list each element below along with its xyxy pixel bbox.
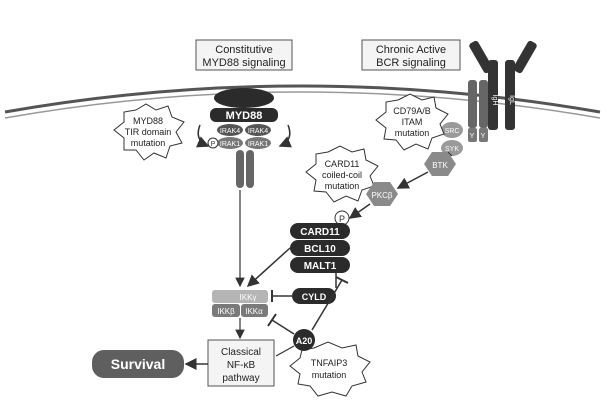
tnfaip3-mut-line1: TNFAIP3 (311, 358, 348, 368)
card11-node (290, 223, 350, 239)
btk-to-pkcb (396, 171, 429, 189)
ikkb-label: IKKβ (217, 307, 235, 316)
syk-to-btk (447, 151, 453, 157)
a20-node (293, 329, 315, 351)
a20-inhibit-bar (267, 313, 277, 327)
myd88-label: MYD88 (226, 110, 263, 122)
irak-phos-label: P (211, 141, 216, 148)
cd79-mutation-star (375, 93, 449, 151)
myd88-mut-line2: TIR domain (125, 127, 172, 137)
chronic-box (361, 39, 461, 71)
pkcb-to-card11 (348, 203, 371, 219)
a20-label: A20 (296, 336, 313, 346)
btk-node (424, 152, 456, 176)
bcl10-node (290, 240, 350, 256)
cell-membrane-inner (4, 91, 601, 119)
a20-malt1-bar (335, 276, 349, 284)
card11-label: CARD11 (300, 227, 340, 238)
card11-mut-line3: mutation (325, 181, 360, 191)
ikka-label: IKKα (245, 307, 263, 316)
bcr-receptor: IgH IgL Y Y (468, 40, 537, 142)
pkcb-label: PKCβ (371, 191, 392, 200)
syk-label: SYK (445, 146, 459, 153)
myd88-mutation-star (113, 103, 185, 161)
constitutive-line2: MYD88 signaling (202, 57, 285, 69)
constitutive-line1: Constitutive (215, 44, 272, 56)
a20-to-classical (275, 345, 295, 357)
malt1-node (290, 257, 350, 273)
card11-mut-line1: CARD11 (325, 159, 360, 169)
survival-label: Survival (111, 356, 165, 372)
src-label: SRC (445, 128, 460, 135)
ikkb-node (212, 304, 240, 317)
tnfaip3-mut-line2: mutation (312, 370, 347, 380)
card11-mut-line2: coiled-coil (322, 170, 362, 180)
src-node (441, 122, 463, 138)
myd88-mut-line1: MYD88 (133, 116, 163, 126)
constitutive-box (195, 39, 293, 71)
phos-label: P (339, 214, 345, 224)
ikka-node (241, 304, 268, 317)
cyld-label: CYLD (302, 292, 327, 302)
chronic-line1: Chronic Active (376, 44, 446, 56)
chronic-line2: BCR signaling (376, 57, 446, 69)
classical-line3: pathway (222, 373, 259, 384)
cbm-to-ikk (246, 247, 291, 288)
itam-y-1: Y (470, 133, 475, 140)
malt1-label: MALT1 (304, 261, 337, 272)
pkcb-node (366, 182, 398, 206)
irak1-left-label: IRAK1 (220, 141, 240, 148)
irak4-left-label: IRAK4 (220, 128, 240, 135)
bcl10-label: BCL10 (304, 244, 336, 255)
classical-line2: NF-κB (227, 360, 256, 371)
itam-y-2: Y (481, 133, 486, 140)
classical-line1: Classical (221, 347, 261, 358)
bcr-chain-left: IgH (491, 95, 498, 106)
a20-to-malt1 (311, 279, 343, 331)
card11-mutation-star (305, 145, 379, 203)
ikkg-node (212, 290, 268, 303)
cd79-mut-line2: ITAM (402, 117, 423, 127)
survival-box (92, 350, 184, 378)
bcr-chain-right: IgL (508, 95, 515, 105)
cyld-node (292, 288, 336, 304)
btk-label: BTK (432, 161, 448, 170)
cd79-mut-line1: CD79A/B (393, 106, 431, 116)
myd88-mut-line3: mutation (131, 138, 166, 148)
irak4-right-label: IRAK4 (248, 128, 268, 135)
classical-box (207, 339, 275, 387)
myd88-complex: MYD88 IRAK4 IRAK4 IRAK1 IRAK1 P (195, 88, 293, 188)
tnfaip3-mutation-star (289, 341, 371, 397)
cd79-mut-line3: mutation (395, 128, 430, 138)
cell-membrane (4, 84, 601, 114)
a20-inhibit-line (271, 319, 295, 335)
irak1-right-label: IRAK1 (248, 141, 268, 148)
ikkg-label: IKKγ (240, 293, 257, 302)
